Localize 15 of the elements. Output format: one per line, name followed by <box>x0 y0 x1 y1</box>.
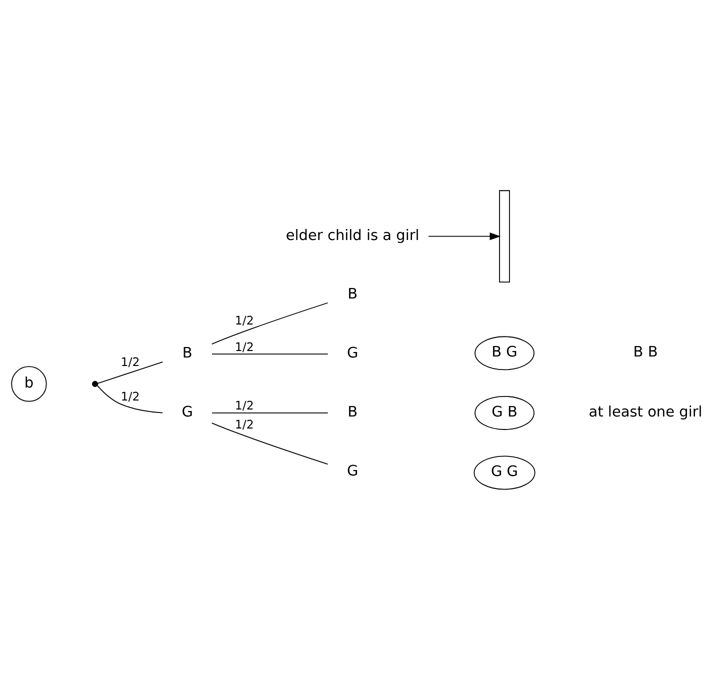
node-text: B <box>348 286 358 303</box>
edge-label: 1/2 <box>234 418 254 432</box>
edge-label: 1/2 <box>234 314 254 328</box>
node-text: B <box>182 346 192 362</box>
node-text: B <box>348 404 358 420</box>
edge-label: 1/2 <box>234 340 254 354</box>
edge-label: 1/2 <box>120 355 140 370</box>
label: at least one girl <box>588 404 702 420</box>
label: B B <box>633 344 658 361</box>
edge-label: 1/2 <box>120 390 140 404</box>
edge-label: 1/2 <box>234 398 254 413</box>
node-text: G <box>346 346 358 362</box>
node-text: G <box>346 463 358 480</box>
node-text: elder child is a girl <box>286 228 420 244</box>
node-text: G <box>182 404 193 420</box>
